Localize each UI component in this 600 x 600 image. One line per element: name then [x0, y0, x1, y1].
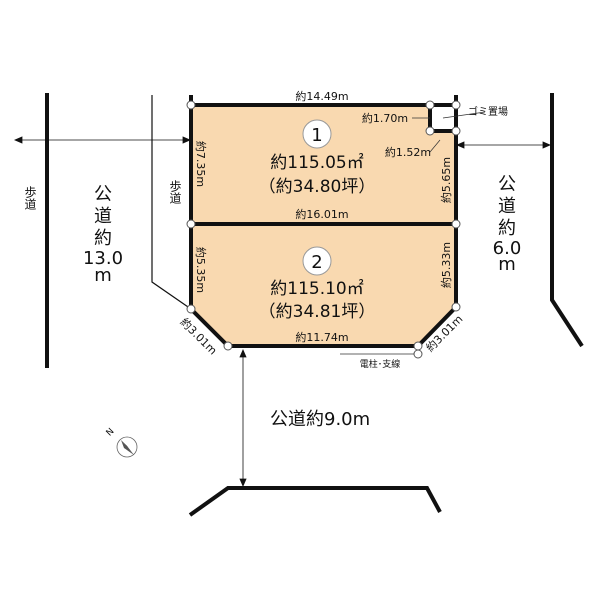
- lot-1-number-badge: [302, 119, 332, 149]
- lot-2-number-badge: [302, 246, 332, 276]
- dim-bottom: 約11.74m: [295, 330, 348, 344]
- sidewalk-left-label: 歩道: [23, 185, 37, 210]
- svg-text:m: m: [498, 254, 516, 275]
- road-left-label: 公 道 約 13.0 m: [83, 184, 123, 286]
- road-right-label: 公 道 約 6.0 m: [493, 174, 522, 275]
- lot-2-number: 2: [311, 252, 322, 273]
- garbage-label: ゴミ置場: [468, 105, 508, 118]
- boundary-markers: [186, 100, 461, 359]
- dim-right-lot1: 約5.65m: [439, 157, 453, 203]
- road-width-arrow-left: [13, 136, 192, 144]
- svg-text:m: m: [94, 265, 112, 286]
- sidewalk-edge: [151, 95, 192, 310]
- pole-label: 電柱･支線: [360, 358, 401, 370]
- dim-right-lot2: 約5.33m: [439, 242, 453, 288]
- right-road-edge: [550, 93, 584, 348]
- svg-text:約: 約: [498, 218, 516, 239]
- svg-text:13.0: 13.0: [83, 248, 123, 269]
- dim-garbage-depth: 約1.52m: [385, 145, 431, 159]
- svg-text:道: 道: [94, 206, 112, 227]
- lot-1-area: 約115.05㎡: [270, 153, 363, 173]
- sidewalk-inner-label: 歩道: [168, 179, 182, 204]
- compass-icon: N: [105, 427, 138, 458]
- lot-1-tsubo: （約34.80坪）: [259, 177, 376, 197]
- dim-left-lot1: 約7.35m: [194, 141, 208, 187]
- svg-text:公: 公: [498, 174, 516, 195]
- lot-1-number: 1: [311, 125, 322, 146]
- compass-north-label: N: [105, 427, 117, 439]
- leader-lines: [340, 111, 486, 355]
- bottom-road-edge: [188, 486, 442, 517]
- dim-middle: 約16.01m: [295, 207, 348, 221]
- svg-text:道: 道: [498, 196, 516, 217]
- dim-top: 約14.49m: [295, 89, 348, 103]
- svg-text:6.0: 6.0: [493, 238, 522, 259]
- utility-pole-icon: [413, 349, 423, 359]
- lot-2-area: 約115.10㎡: [270, 279, 363, 299]
- road-width-arrow-bottom: [239, 348, 247, 488]
- dim-left-lot2: 約5.35m: [194, 247, 208, 293]
- svg-text:公: 公: [94, 184, 112, 205]
- svg-text:約: 約: [94, 228, 112, 249]
- lot-2-tsubo: （約34.81坪）: [259, 302, 376, 322]
- road-width-arrow-right: [455, 141, 552, 149]
- road-bottom-label: 公道約9.0m: [270, 409, 370, 430]
- dim-garbage-width: 約1.70m: [362, 111, 408, 125]
